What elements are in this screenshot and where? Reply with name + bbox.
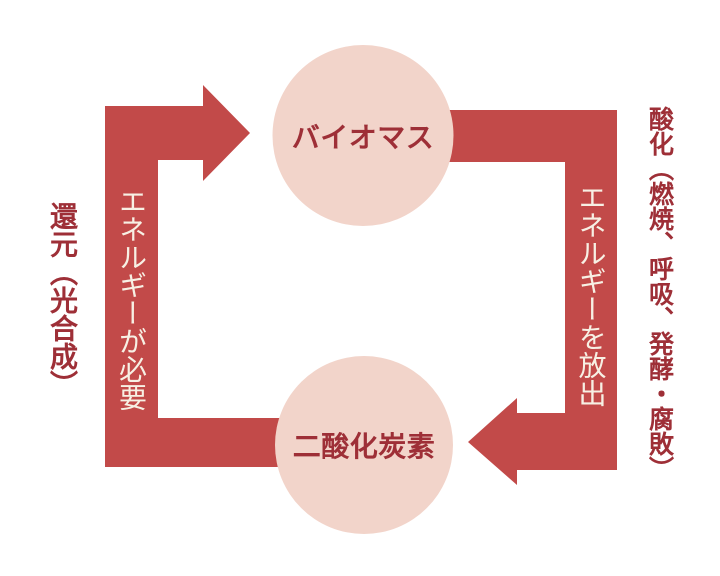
left-arrow-caption: エネルギーが必要 xyxy=(104,187,158,411)
reduction-side-label: 還元（光合成） xyxy=(36,202,88,398)
co2-node-circle xyxy=(275,356,453,534)
oxidation-side-label-text: 酸化（燃焼、呼吸、発酵・腐敗） xyxy=(645,106,675,481)
right-down-arrow-shape xyxy=(445,110,617,485)
right-arrow-caption-text: エネルギーを放出 xyxy=(574,183,608,407)
biomass-node-circle xyxy=(272,45,454,226)
left-up-arrow-shape xyxy=(105,85,285,467)
left-arrow-caption-text: エネルギーが必要 xyxy=(115,187,148,411)
co2-node-label: 二酸化炭素 xyxy=(292,430,436,463)
reduction-side-label-text: 還元（光合成） xyxy=(46,202,79,398)
oxidation-side-label: 酸化（燃焼、呼吸、発酵・腐敗） xyxy=(634,106,686,481)
right-arrow-caption: エネルギーを放出 xyxy=(564,183,617,407)
biomass-node-label: バイオマス xyxy=(291,120,435,154)
